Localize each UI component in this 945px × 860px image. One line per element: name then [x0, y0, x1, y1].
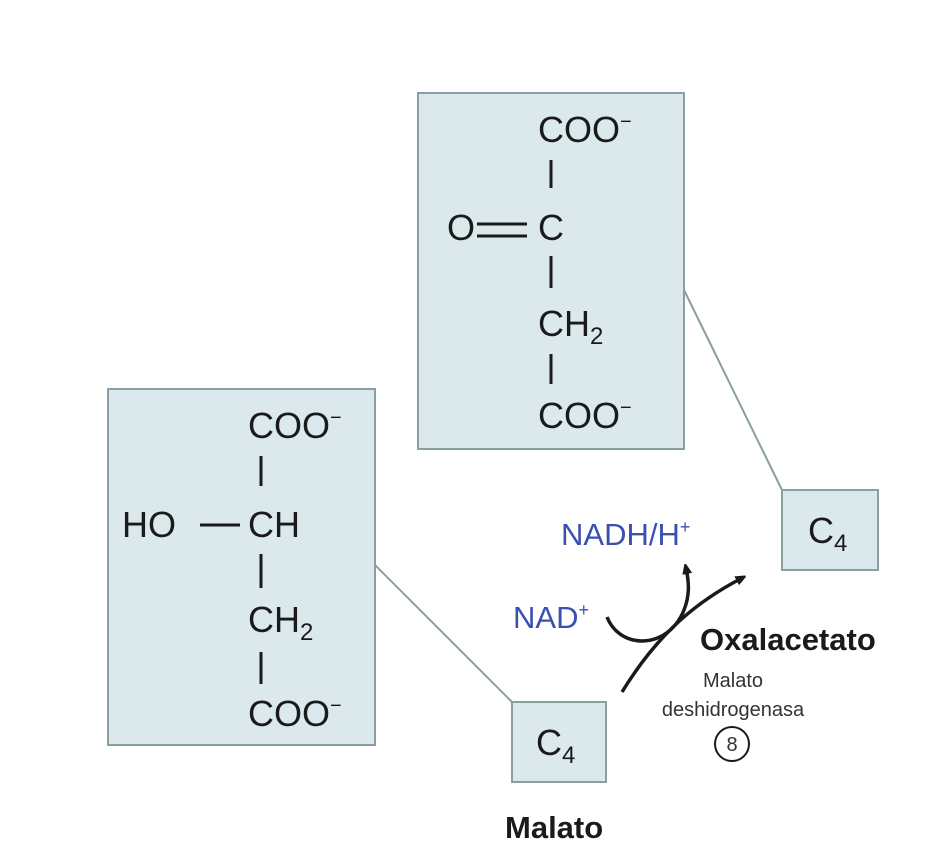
oxalacetato-bottom-carboxylate: COO− [538, 395, 632, 436]
oxalacetato-carbon-badge-box [781, 489, 879, 571]
malato-connector-line [374, 564, 513, 703]
oxalacetato-top-carboxylate: COO− [538, 109, 632, 150]
oxalacetato-carbonyl-carbon: C [538, 207, 564, 248]
malato-hydroxyl: HO [122, 504, 176, 545]
enzyme-name-line-2: deshidrogenasa [662, 699, 805, 721]
malato-carbon-count: C4 [536, 722, 575, 769]
malato-structure-box [107, 388, 376, 746]
cofactor-nadh-label: NADH/H+ [561, 517, 690, 552]
oxalacetato-connector-line [683, 289, 783, 491]
oxalacetato-carbon-badge: C4 [781, 489, 879, 571]
malato-top-carboxylate: COO− [248, 405, 342, 446]
oxalacetato-methylene: CH2 [538, 303, 603, 350]
oxalacetato-carbonyl-oxygen: O [447, 207, 475, 248]
malato-hydroxy-carbon: CH [248, 504, 300, 545]
step-number-circle [714, 726, 750, 762]
malato-carbon-badge-box [511, 701, 607, 783]
malato-methylene: CH2 [248, 599, 313, 646]
malato-structure: COO− HO CH CH2 COO− [107, 388, 376, 746]
malato-carbon-badge: C4 [511, 701, 607, 783]
malato-bottom-carboxylate: COO− [248, 693, 342, 734]
oxalacetato-name: Oxalacetato [700, 622, 876, 657]
enzyme-name-line-1: Malato [703, 670, 763, 692]
cofactor-reduction-arrow [605, 568, 688, 643]
step-number: 8 [726, 734, 737, 756]
cofactor-nad-label: NAD+ [513, 600, 589, 635]
step-number-badge: 8 [714, 726, 750, 762]
oxalacetato-carbon-count: C4 [808, 510, 847, 557]
malato-name: Malato [505, 810, 603, 845]
oxalacetato-structure: COO− O C CH2 COO− [417, 92, 685, 450]
